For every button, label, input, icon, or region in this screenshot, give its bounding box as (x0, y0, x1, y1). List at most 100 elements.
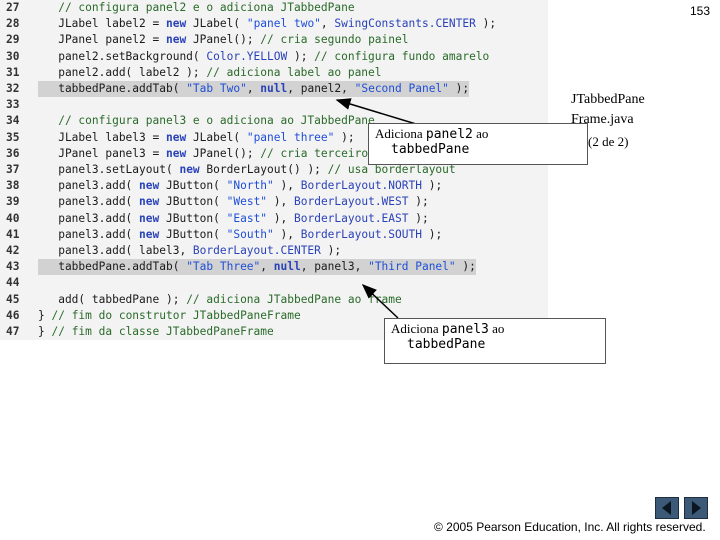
code-line: 32 tabbedPane.addTab( "Tab Two", null, p… (0, 81, 548, 97)
callout1-arrow (335, 98, 417, 125)
code-token: ), (273, 227, 301, 241)
code-line: 38 panel3.add( new JButton( "North" ), B… (0, 178, 548, 194)
code-token: BorderLayout() ); (199, 163, 328, 176)
code-token: panel2.setBackground( (38, 49, 207, 63)
callout1-line2: tabbedPane (391, 142, 470, 157)
line-number: 47 (6, 325, 20, 338)
code-listing: 27 // configura panel2 e o adiciona JTab… (0, 0, 548, 340)
code-token: JButton( (159, 195, 227, 209)
code-token: add( tabbedPane ); (38, 292, 187, 306)
code-text: panel3.add( label3, BorderLayout.CENTER … (38, 243, 341, 259)
callout1-prefix: Adiciona (375, 126, 426, 141)
code-text-highlighted: tabbedPane.addTab( "Tab Two", null, pane… (38, 81, 470, 97)
code-text: panel2.setBackground( Color.YELLOW ); //… (38, 49, 489, 65)
code-text: } // fim do construtor JTabbedPaneFrame (38, 308, 301, 324)
code-token: "East" (226, 211, 268, 225)
slide-title-line3: (2 de 2) (588, 134, 629, 149)
callout-add-panel3: Adiciona panel3 ao tabbedPane (384, 318, 606, 364)
line-number: 31 (6, 65, 20, 79)
code-token: panel3.add( (38, 227, 140, 241)
code-line: 44 (0, 275, 548, 291)
code-token: // configura fundo amarelo (314, 49, 490, 63)
code-line: 45 add( tabbedPane ); // adiciona JTabbe… (0, 292, 548, 308)
code-line: 37 panel3.setLayout( new BorderLayout() … (0, 162, 548, 178)
line-number: 44 (6, 276, 20, 290)
code-token: "panel two" (246, 17, 321, 31)
line-number: 38 (6, 179, 20, 193)
code-token: BorderLayout.NORTH (300, 179, 422, 193)
prev-slide-button[interactable] (655, 497, 679, 519)
code-token: JButton( (159, 211, 227, 225)
code-text: // configura panel2 e o adiciona JTabbed… (38, 0, 354, 16)
line-number: 43 (6, 260, 20, 274)
code-token: new (179, 163, 200, 176)
line-number: 29 (6, 33, 20, 47)
code-token: null (260, 82, 288, 95)
code-token: JLabel label2 = (38, 17, 166, 31)
code-token: BorderLayout.SOUTH (300, 227, 422, 241)
code-token: panel3.setLayout( (38, 163, 180, 176)
code-token: // adiciona label ao panel (206, 65, 382, 79)
callout2-line2: tabbedPane (407, 337, 486, 352)
code-token: "Tab Three" (186, 260, 261, 274)
code-line: 28 JLabel label2 = new JLabel( "panel tw… (0, 16, 548, 32)
code-token: ); (408, 195, 429, 209)
arrow-left-icon (662, 501, 671, 515)
code-line: 42 panel3.add( label3, BorderLayout.CENT… (0, 243, 548, 259)
code-token: JButton( (159, 227, 227, 241)
code-line: 43 tabbedPane.addTab( "Tab Three", null,… (0, 259, 548, 276)
line-number: 46 (6, 308, 20, 322)
code-token: panel3.add( (38, 195, 140, 209)
code-text: panel3.add( new JButton( "North" ), Bord… (38, 178, 442, 194)
code-token: new (139, 227, 160, 241)
code-line: 46} // fim do construtor JTabbedPaneFram… (0, 308, 548, 324)
code-token: ), (267, 195, 294, 209)
code-token: ); (320, 244, 342, 257)
line-number: 34 (6, 114, 20, 128)
line-number: 32 (6, 82, 20, 95)
code-token: JButton( (159, 179, 227, 193)
code-token: } (38, 308, 52, 322)
code-token: , panel2, (287, 82, 355, 95)
line-number: 40 (6, 211, 20, 225)
code-token: panel3.add( (38, 211, 140, 225)
code-line: 33 (0, 97, 548, 113)
code-text: JPanel panel2 = new JPanel(); // cria se… (38, 32, 408, 48)
code-token: ); (421, 227, 443, 241)
code-token: "North" (226, 179, 274, 193)
callout2-code: panel3 (441, 322, 489, 337)
code-token: ); (448, 82, 470, 95)
code-line: 35 JLabel label3 = new JLabel( "panel th… (0, 130, 548, 146)
code-token: JLabel( (186, 17, 247, 31)
code-token: ); (408, 211, 429, 225)
callout2-arrow (361, 283, 399, 319)
code-token: null (273, 260, 301, 274)
code-token: // usa borderlayout (327, 163, 456, 176)
code-token: // cria segundo painel (260, 33, 409, 47)
code-token: new (139, 179, 160, 193)
code-token: "South" (226, 227, 274, 241)
code-token: ); (455, 260, 476, 274)
line-number: 36 (6, 146, 20, 160)
code-token: JPanel(); (186, 33, 261, 47)
code-token: JLabel label3 = (38, 130, 166, 144)
code-token: , (320, 17, 335, 31)
code-line: 41 panel3.add( new JButton( "South" ), B… (0, 227, 548, 243)
code-text: panel3.add( new JButton( "West" ), Borde… (38, 194, 429, 210)
callout1-suffix: ao (472, 126, 489, 141)
code-token: "Second Panel" (354, 82, 449, 95)
code-token: , panel3, (300, 260, 369, 274)
code-token: // configura panel3 e o adiciona ao JTab… (38, 114, 375, 128)
next-slide-button[interactable] (684, 497, 708, 519)
code-text: panel3.add( new JButton( "South" ), Bord… (38, 227, 442, 243)
code-line: 47} // fim da classe JTabbedPaneFrame (0, 324, 548, 340)
code-token: ), (267, 211, 294, 225)
code-text: JLabel label2 = new JLabel( "panel two",… (38, 16, 496, 32)
line-number: 35 (6, 130, 20, 144)
code-token: BorderLayout.EAST (294, 211, 409, 225)
code-token: "Third Panel" (368, 260, 456, 274)
code-token: // fim do construtor JTabbedPaneFrame (51, 308, 301, 322)
code-token: panel3.add( (38, 179, 140, 193)
callout-add-panel2: Adiciona panel2 ao tabbedPane (368, 123, 588, 165)
